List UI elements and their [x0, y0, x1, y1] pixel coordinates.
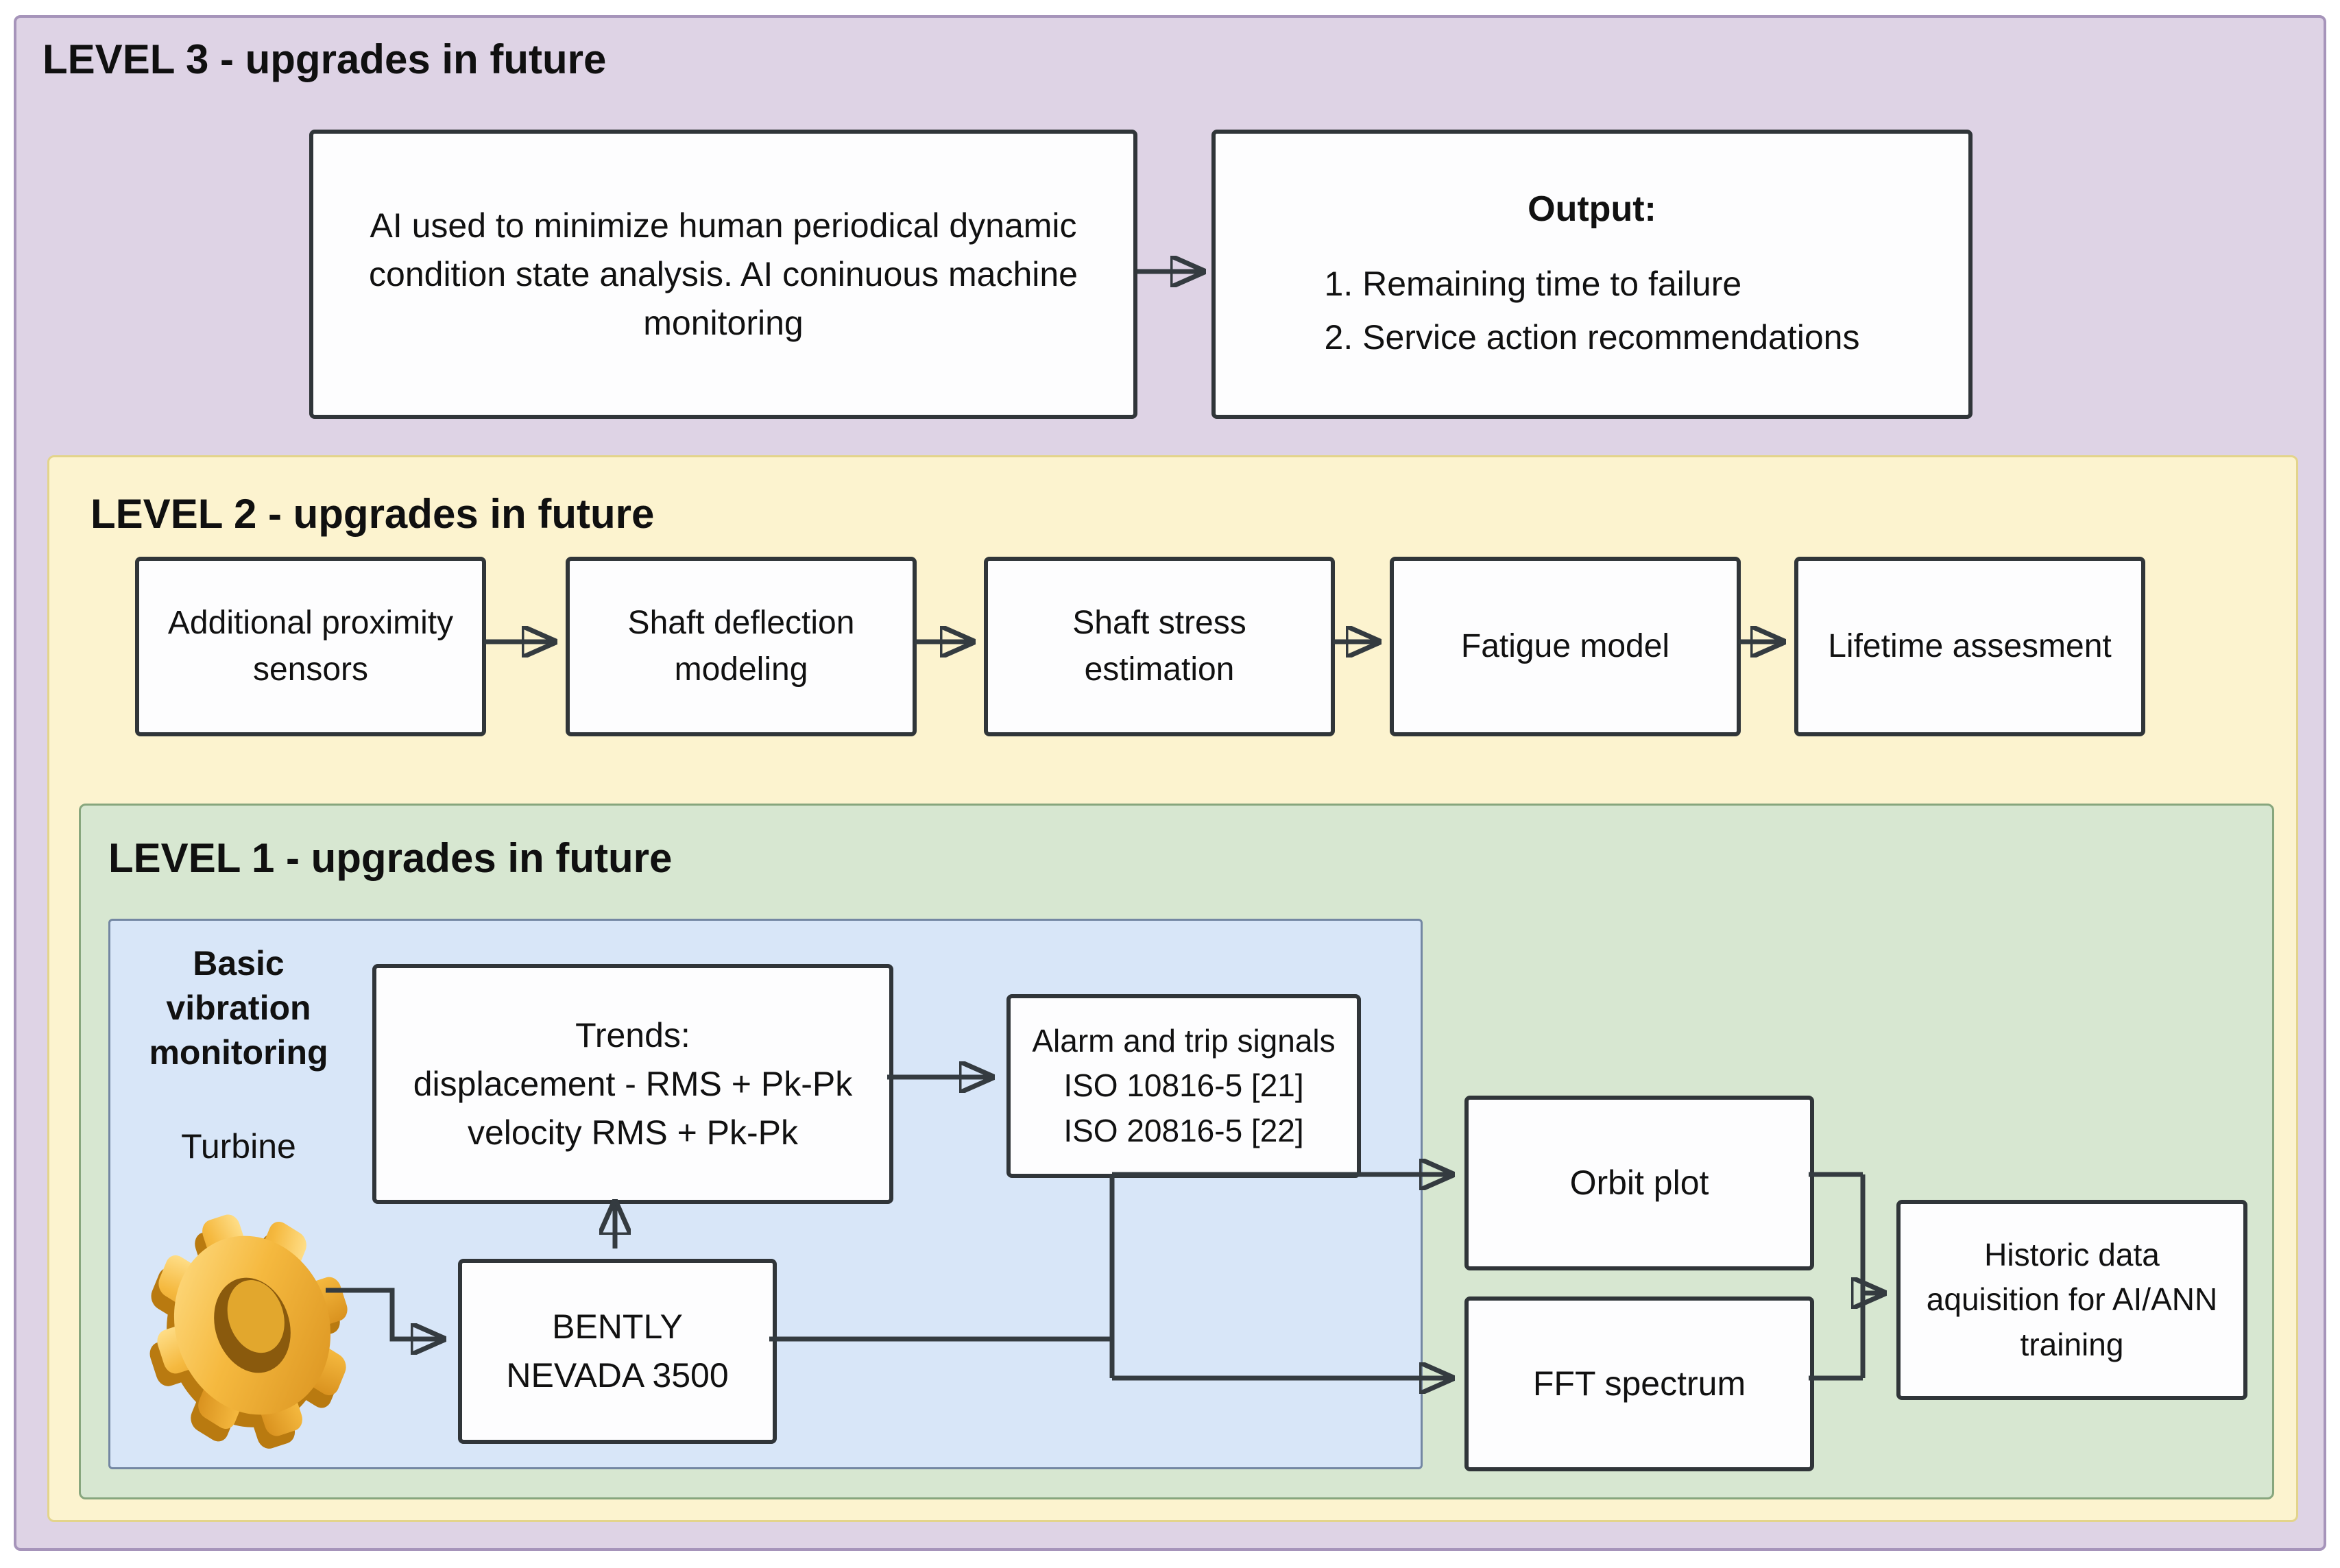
fft-spectrum-box: FFT spectrum	[1464, 1296, 1814, 1471]
lifetime-assesment-box: Lifetime assesment	[1794, 557, 2145, 736]
ai-analysis-box: AI used to minimize human periodical dyn…	[309, 130, 1137, 419]
alarm-trip-signals-box: Alarm and trip signals ISO 10816-5 [21] …	[1006, 994, 1361, 1178]
basic-vibration-monitoring-label: Basic vibration monitoring	[149, 944, 328, 1072]
level1-panel: LEVEL 1 - upgrades in future Basic vibra…	[79, 804, 2274, 1499]
basic-vibration-monitoring-area: Basic vibration monitoring Turbine	[108, 919, 1423, 1469]
turbine-gear-icon	[149, 1192, 352, 1459]
level1-title: LEVEL 1 - upgrades in future	[108, 835, 673, 881]
shaft-stress-estimation-box: Shaft stress estimation	[984, 557, 1335, 736]
level3-panel: LEVEL 3 - upgrades in future AI used to …	[14, 15, 2326, 1551]
turbine-label: Turbine	[181, 1127, 296, 1166]
trends-box: Trends: displacement - RMS + Pk-Pk veloc…	[372, 964, 893, 1204]
bently-nevada-3500-box: BENTLY NEVADA 3500	[458, 1259, 777, 1444]
orbit-plot-box: Orbit plot	[1464, 1096, 1814, 1270]
level2-panel: LEVEL 2 - upgrades in future Additional …	[47, 455, 2298, 1522]
additional-proximity-sensors-box: Additional proximity sensors	[135, 557, 486, 736]
output-items: 1. Remaining time to failure 2. Service …	[1324, 265, 1860, 357]
historic-data-acquisition-box: Historic data aquisition for AI/ANN trai…	[1896, 1200, 2247, 1400]
level3-title: LEVEL 3 - upgrades in future	[43, 36, 607, 82]
output-box: Output: 1. Remaining time to failure 2. …	[1211, 130, 1973, 419]
fatigue-model-box: Fatigue model	[1390, 557, 1741, 736]
output-heading: Output:	[1528, 189, 1656, 229]
shaft-deflection-modeling-box: Shaft deflection modeling	[566, 557, 917, 736]
level2-title: LEVEL 2 - upgrades in future	[91, 491, 655, 537]
